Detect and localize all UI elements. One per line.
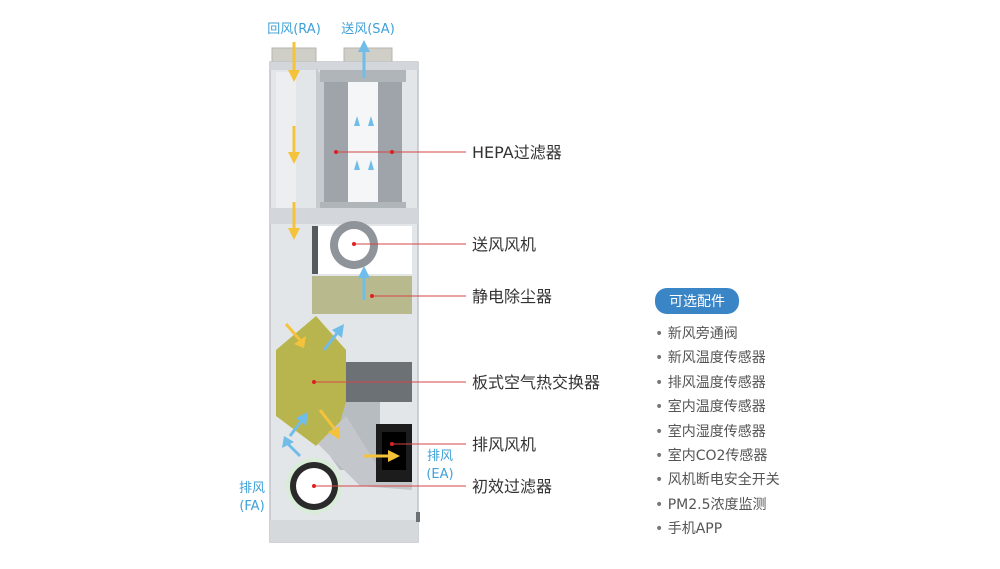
accessory-item: 新风旁通阀 — [655, 322, 875, 346]
exhaust-fan — [318, 402, 412, 490]
label-supply-air: 送风(SA) — [341, 22, 395, 37]
optional-accessories-panel: 可选配件 新风旁通阀 新风温度传感器 排风温度传感器 室内温度传感器 室内湿度传… — [655, 288, 875, 542]
label-exhaust-fa-line2: (FA) — [239, 499, 264, 514]
supply-fan — [312, 221, 412, 274]
label-hepa-filter: HEPA过滤器 — [472, 143, 562, 162]
label-heat-exchanger: 板式空气热交换器 — [472, 373, 600, 392]
accessory-item: 新风温度传感器 — [655, 346, 875, 370]
label-primary-filter: 初效过滤器 — [472, 477, 552, 496]
accessory-item: 室内湿度传感器 — [655, 420, 875, 444]
electrostatic-precipitator — [312, 276, 412, 314]
accessories-list: 新风旁通阀 新风温度传感器 排风温度传感器 室内温度传感器 室内湿度传感器 室内… — [655, 322, 875, 542]
airflow-arrows — [282, 40, 400, 462]
accessory-item: 风机断电安全开关 — [655, 468, 875, 492]
accessory-item: PM2.5浓度监测 — [655, 493, 875, 517]
leader-lines — [312, 150, 466, 488]
accessory-item: 室内CO2传感器 — [655, 444, 875, 468]
accessory-item: 排风温度传感器 — [655, 371, 875, 395]
label-electrostatic: 静电除尘器 — [472, 287, 552, 306]
label-return-air: 回风(RA) — [267, 22, 321, 37]
label-supply-fan: 送风风机 — [472, 235, 536, 254]
label-exhaust-fan: 排风风机 — [472, 435, 536, 454]
label-exhaust-ea-line1: 排风 — [427, 449, 453, 464]
accessory-item: 手机APP — [655, 517, 875, 541]
accessories-title-badge: 可选配件 — [655, 288, 739, 314]
accessory-item: 室内温度传感器 — [655, 395, 875, 419]
hepa-filter — [316, 68, 406, 208]
label-exhaust-fa-line1: 排风 — [239, 481, 265, 496]
top-duct-collars — [271, 47, 393, 63]
label-exhaust-ea-line2: (EA) — [426, 467, 453, 482]
